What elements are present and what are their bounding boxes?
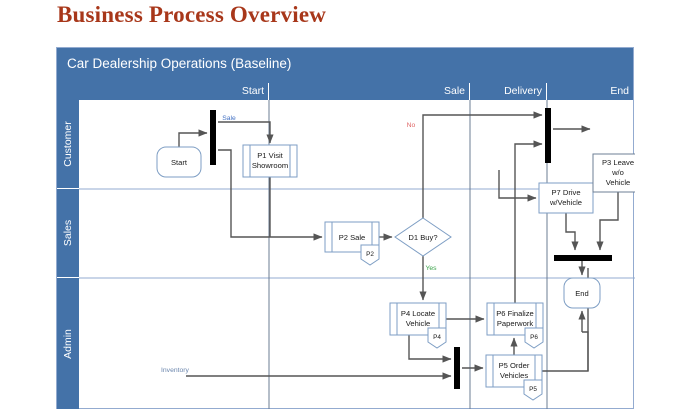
node-p6-finalize-paperwork[interactable]: P6 Finalize Paperwork P6 (486, 302, 544, 349)
doc-tag-p6-label: P6 (530, 334, 538, 341)
node-d1-label: D1 Buy? (408, 233, 437, 242)
join-bar-end (554, 255, 612, 261)
node-p7-line2: w/Vehicle (549, 198, 582, 207)
node-p3-line3: Vehicle (606, 178, 631, 187)
node-p3-line2: w/o (611, 168, 624, 177)
doc-tag-p6 (524, 327, 544, 349)
node-p6-line2: Paperwork (497, 319, 533, 328)
doc-tag-p2-label: P2 (366, 251, 374, 258)
lane-header-sales: Sales (57, 189, 79, 278)
doc-tag-p5 (523, 379, 543, 401)
diagram-header-title: Car Dealership Operations (Baseline) (67, 56, 292, 71)
swimlane-diagram: Car Dealership Operations (Baseline) Sta… (56, 47, 635, 409)
edge-p6-to-gate2 (514, 140, 543, 303)
phase-header-end: End (610, 85, 629, 97)
diagram-header-bar: Car Dealership Operations (Baseline) (57, 48, 633, 83)
lane-label-customer: Customer (62, 121, 74, 167)
node-start-label: Start (171, 158, 188, 167)
edge-d1-no-to-gate2 (422, 111, 543, 218)
lane-label-admin: Admin (62, 328, 74, 359)
node-p1-line2: Showroom (252, 161, 288, 170)
edge-p5-riser (582, 331, 589, 371)
gate-bar-admin (454, 347, 460, 389)
node-p4-line1: P4 Locate (401, 309, 435, 318)
node-p5-line1: P5 Order (499, 361, 530, 370)
node-p4-locate-vehicle[interactable]: P4 Locate Vehicle P4 (389, 302, 447, 349)
edge-start-to-gate1 (178, 129, 208, 147)
node-start[interactable]: Start (156, 146, 202, 178)
edge-label-no: No (407, 122, 416, 129)
edge-label-yes: Yes (425, 265, 437, 272)
edge-gate1-to-p2 (218, 149, 323, 241)
edge-p7-to-join (565, 213, 579, 251)
node-end-label: End (575, 289, 589, 298)
edge-gate1-to-p1 (218, 121, 274, 144)
doc-tag-p4 (427, 327, 447, 349)
phase-header-delivery: Delivery (470, 83, 547, 100)
page-title: Business Process Overview (57, 2, 327, 27)
gate-bar-start (210, 110, 216, 165)
node-p2-sale[interactable]: P2 Sale P2 (324, 221, 380, 266)
diagram-canvas: Start P1 Visit Showroom P2 Sale P2 (79, 100, 635, 409)
doc-tag-p2 (360, 244, 380, 266)
lane-header-customer: Customer (57, 100, 79, 189)
node-p7-line1: P7 Drive (551, 188, 580, 197)
node-p1-line1: P1 Visit (257, 151, 283, 160)
doc-tag-p4-label: P4 (433, 334, 441, 341)
lane-header-column: Customer Sales Admin (57, 100, 79, 409)
node-p5-line2: Vehicles (500, 371, 528, 380)
flow-graph: Start P1 Visit Showroom P2 Sale P2 (79, 100, 635, 409)
edge-p4-to-gate3 (408, 335, 452, 363)
edge-label-sale: Sale (222, 115, 236, 122)
node-p3-leave-without-vehicle[interactable]: P3 Leave w/o Vehicle (592, 153, 635, 193)
phase-header-sale: Sale (269, 83, 470, 100)
node-p6-line1: P6 Finalize (496, 309, 534, 318)
node-p2-label: P2 Sale (339, 233, 366, 242)
edge-gate2-to-p7 (498, 170, 537, 202)
phase-header-row: Start Sale Delivery End (57, 83, 633, 100)
doc-tag-p5-label: P5 (529, 386, 537, 393)
node-p1-visit-showroom[interactable]: P1 Visit Showroom (242, 144, 298, 178)
edge-p3-to-join (596, 192, 619, 251)
node-end[interactable]: End (563, 277, 601, 309)
node-d1-decision[interactable]: D1 Buy? (394, 217, 452, 257)
phase-header-start: Start (79, 83, 269, 100)
lane-header-admin: Admin (57, 278, 79, 409)
node-p7-drive-with-vehicle[interactable]: P7 Drive w/Vehicle (538, 182, 594, 214)
edge-label-inventory: Inventory (161, 367, 190, 374)
gate-bar-delivery (545, 108, 551, 163)
node-p3-line1: P3 Leave (602, 158, 634, 167)
lane-label-sales: Sales (62, 219, 74, 247)
node-p5-order-vehicles[interactable]: P5 Order Vehicles P5 (485, 354, 543, 401)
node-p4-line2: Vehicle (406, 319, 431, 328)
